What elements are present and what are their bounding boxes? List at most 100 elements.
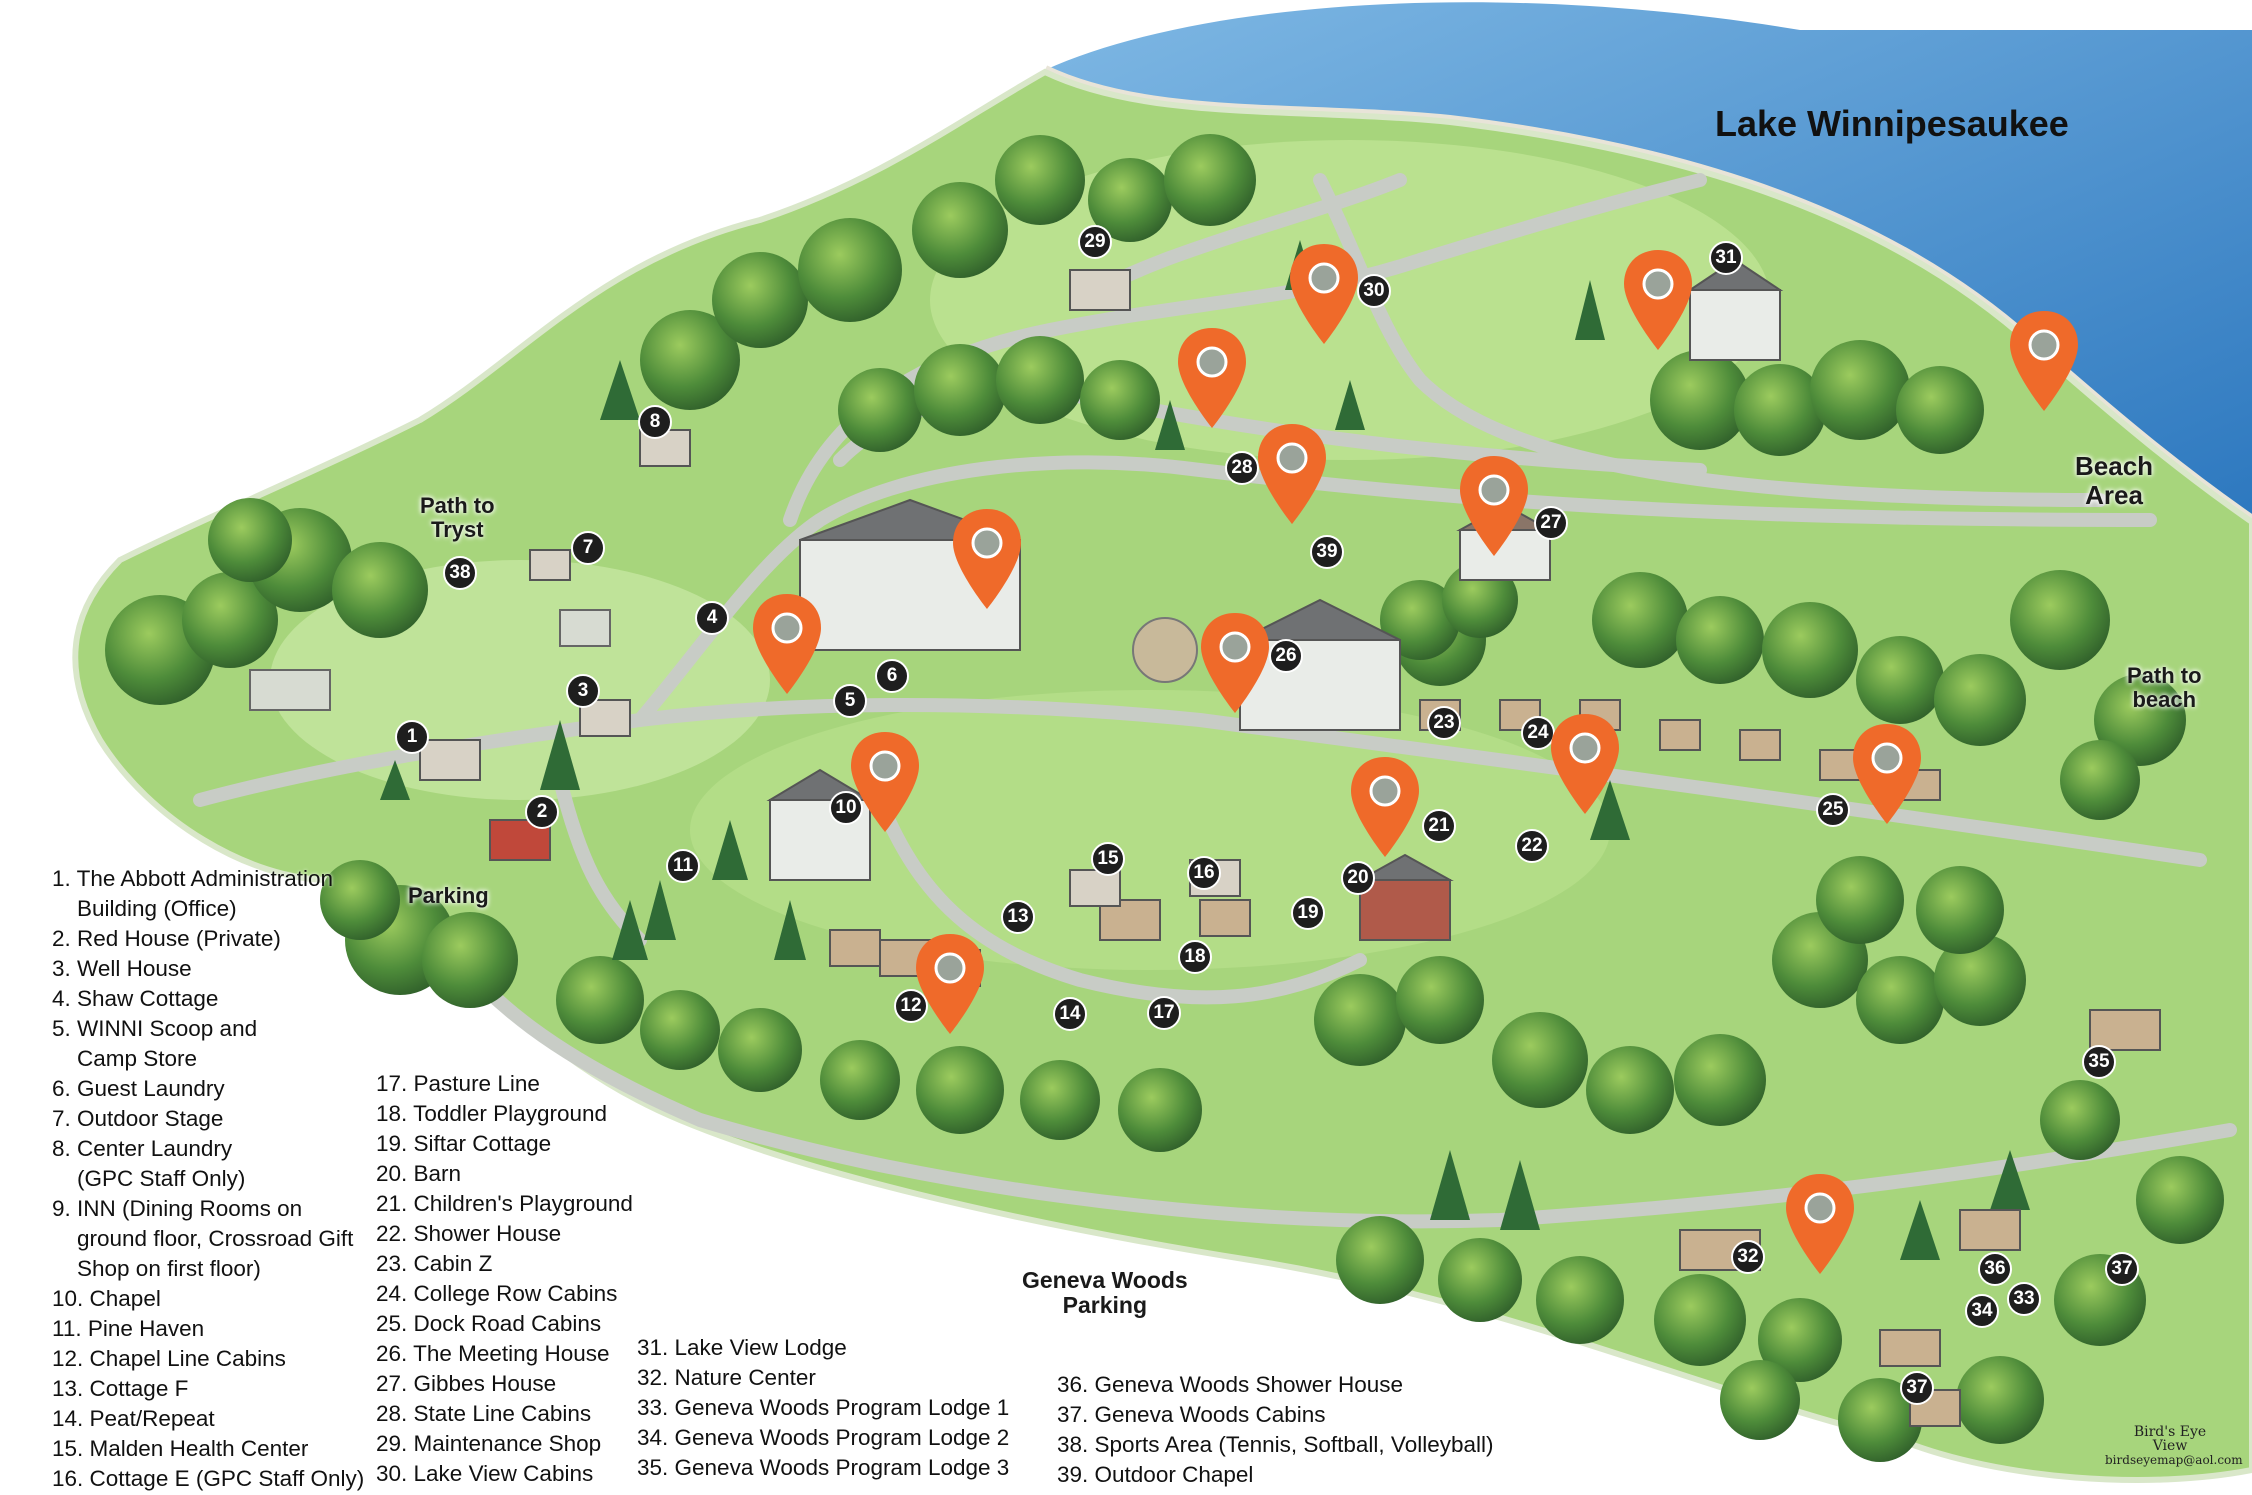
building-number-marker[interactable]: 37 [2105,1252,2139,1286]
location-pin-icon[interactable] [1780,1170,1860,1278]
legend-item: 20. Barn [376,1161,462,1186]
building-number-marker[interactable]: 25 [1816,793,1850,827]
legend-item: 23. Cabin Z [376,1251,493,1276]
location-pin-icon[interactable] [1252,420,1332,528]
legend-item: 34. Geneva Woods Program Lodge 2 [637,1425,1010,1450]
location-pin-icon[interactable] [947,505,1027,613]
path-to-tryst-label: Path to Tryst [420,493,495,543]
building-number-marker[interactable]: 21 [1422,809,1456,843]
building-number-marker[interactable]: 18 [1178,940,1212,974]
building-number-marker[interactable]: 4 [695,601,729,635]
building-number-marker[interactable]: 14 [1053,997,1087,1031]
location-pin-icon[interactable] [1172,324,1252,432]
legend-item: 26. The Meeting House [376,1341,610,1366]
legend-item: 15. Malden Health Center [52,1436,309,1461]
beach-area-label: Beach Area [2075,451,2154,510]
legend-item: 35. Geneva Woods Program Lodge 3 [637,1455,1010,1480]
legend-item: 17. Pasture Line [376,1071,540,1096]
building-number-marker[interactable]: 20 [1341,861,1375,895]
building-number-marker[interactable]: 24 [1521,716,1555,750]
legend-item: Shop on first floor) [52,1256,261,1281]
building-number-marker[interactable]: 29 [1078,225,1112,259]
building-number-marker[interactable]: 38 [443,556,477,590]
parking-label: Parking [408,883,489,908]
building-number-marker[interactable]: 8 [638,405,672,439]
legend-item: 28. State Line Cabins [376,1401,592,1426]
building-number-marker[interactable]: 16 [1187,856,1221,890]
legend-item: 32. Nature Center [637,1365,816,1390]
building-number-marker[interactable]: 15 [1091,842,1125,876]
legend-item: 13. Cottage F [52,1376,189,1401]
legend-column-1: 1. The Abbott Administration Building (O… [52,864,364,1494]
lake-water [1045,2,2252,520]
legend-item: 1. The Abbott Administration [52,866,334,891]
legend-item: 14. Peat/Repeat [52,1406,215,1431]
legend-column-3: 31. Lake View Lodge 32. Nature Center 33. … [637,1333,1009,1483]
location-pin-icon[interactable] [1545,710,1625,818]
legend-item: 37. Geneva Woods Cabins [1057,1402,1326,1427]
building-number-marker[interactable]: 27 [1534,506,1568,540]
building-number-marker[interactable]: 30 [1357,274,1391,308]
location-pin-icon[interactable] [747,590,827,698]
building-number-marker[interactable]: 35 [2082,1045,2116,1079]
building-number-marker[interactable]: 26 [1269,639,1303,673]
location-pin-icon[interactable] [1195,609,1275,717]
map-credit: Bird's Eye View birdseyemap@aol.com [2105,1424,2243,1467]
legend-item: 12. Chapel Line Cabins [52,1346,286,1371]
legend-item: 24. College Row Cabins [376,1281,618,1306]
location-pin-icon[interactable] [2004,307,2084,415]
legend-item: Building (Office) [52,896,237,921]
legend-item: 6. Guest Laundry [52,1076,225,1101]
location-pin-icon[interactable] [1345,753,1425,861]
building-number-marker[interactable]: 6 [875,659,909,693]
legend-item: 25. Dock Road Cabins [376,1311,602,1336]
building-number-marker[interactable]: 5 [833,684,867,718]
location-pin-icon[interactable] [910,930,990,1038]
geneva-woods-parking-label: Geneva Woods Parking [1022,1267,1188,1319]
legend-item: 29. Maintenance Shop [376,1431,602,1456]
legend-item: Camp Store [52,1046,198,1071]
legend-item: 27. Gibbes House [376,1371,557,1396]
building-number-marker[interactable]: 23 [1427,706,1461,740]
building-number-marker[interactable]: 19 [1291,896,1325,930]
location-pin-icon[interactable] [1847,720,1927,828]
legend-item: 33. Geneva Woods Program Lodge 1 [637,1395,1010,1420]
building-number-marker[interactable]: 31 [1709,241,1743,275]
legend-item: 4. Shaw Cottage [52,986,219,1011]
path-to-beach-label: Path to beach [2127,663,2202,713]
building-number-marker[interactable]: 39 [1310,535,1344,569]
building-number-marker[interactable]: 17 [1147,996,1181,1030]
building-number-marker[interactable]: 11 [666,849,700,883]
building-number-marker[interactable]: 33 [2007,1282,2041,1316]
legend-item: 16. Cottage E (GPC Staff Only) [52,1466,365,1491]
location-pin-icon[interactable] [1454,452,1534,560]
building-number-marker[interactable]: 12 [894,989,928,1023]
location-pin-icon[interactable] [845,728,925,836]
location-pin-icon[interactable] [1284,240,1364,348]
building-number-marker[interactable]: 3 [566,674,600,708]
building-number-marker[interactable]: 10 [829,791,863,825]
pine-trees [380,240,2030,1260]
building-number-marker[interactable]: 28 [1225,451,1259,485]
legend-item: 31. Lake View Lodge [637,1335,847,1360]
legend-item: 21. Children's Playground [376,1191,633,1216]
credit-line2: View [2152,1438,2188,1454]
tree-clusters [105,134,2224,1462]
building-number-marker[interactable]: 2 [525,795,559,829]
credit-line1: Bird's Eye [2133,1424,2207,1440]
location-pin-icon[interactable] [1618,246,1698,354]
building-number-marker[interactable]: 7 [571,531,605,565]
building-number-marker[interactable]: 22 [1515,829,1549,863]
building-number-marker[interactable]: 34 [1965,1294,1999,1328]
legend-item: 3. Well House [52,956,192,981]
building-number-marker[interactable]: 32 [1731,1240,1765,1274]
building-number-marker[interactable]: 13 [1001,900,1035,934]
lake-label: Lake Winnipesaukee [1715,103,2069,144]
building-number-marker[interactable]: 36 [1978,1252,2012,1286]
building-number-marker[interactable]: 1 [395,720,429,754]
legend-item: 18. Toddler Playground [376,1101,607,1126]
legend-item: 7. Outdoor Stage [52,1106,224,1131]
building-number-marker[interactable]: 37 [1900,1371,1934,1405]
